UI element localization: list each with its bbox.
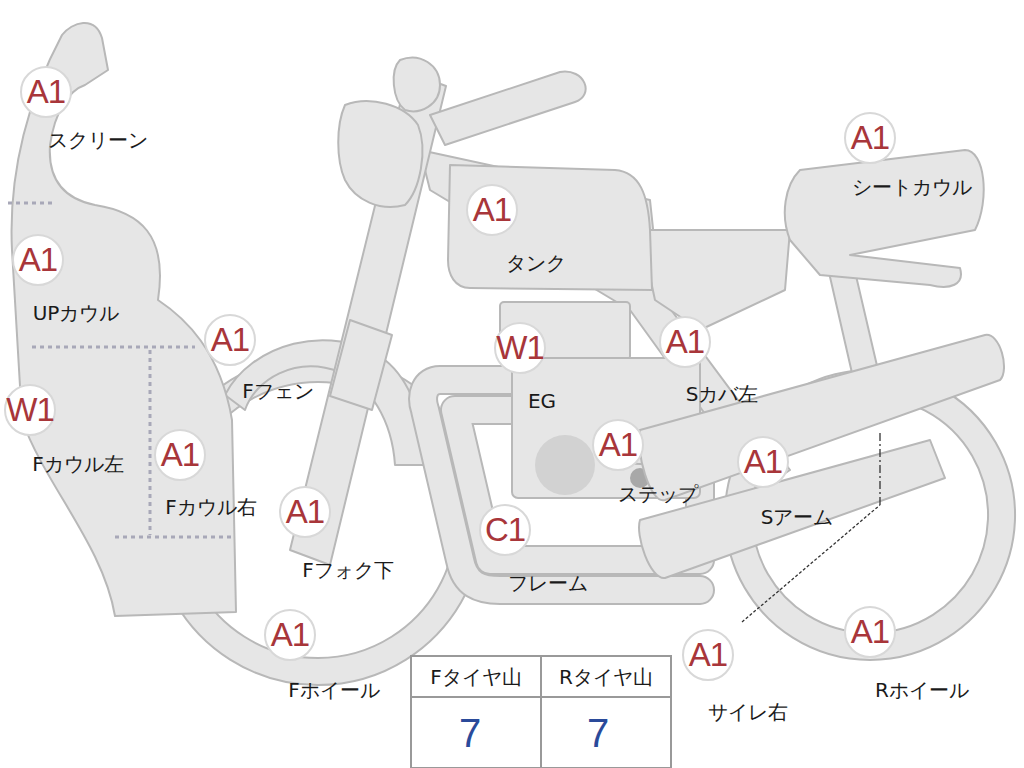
callout-circle: C1フレーム <box>479 504 531 556</box>
damage-code: A1 <box>281 488 329 536</box>
part-name: Sカバ左 <box>686 382 759 406</box>
damage-code: A1 <box>266 611 314 659</box>
damage-code: A1 <box>22 68 70 116</box>
callout-circle: W1EG <box>494 322 546 374</box>
part-name: UPカウル <box>33 301 120 325</box>
part-name: EG <box>528 389 556 413</box>
part-name: Fフェン <box>242 379 314 403</box>
callout-circle: A1ステップ <box>592 419 644 471</box>
part-name: Fカウル右 <box>165 495 257 519</box>
damage-code: A1 <box>206 316 254 364</box>
damage-code: A1 <box>594 421 642 469</box>
part-name: スクリーン <box>48 128 148 152</box>
callout-circle: A1Fフェン <box>204 314 256 366</box>
damage-code: C1 <box>481 506 529 554</box>
damage-code: A1 <box>156 431 204 479</box>
callout-circle: A1Sカバ左 <box>659 316 711 368</box>
part-name: シートカウル <box>852 175 972 199</box>
part-name: Rホイール <box>875 678 969 702</box>
damage-code: A1 <box>684 631 732 679</box>
part-name: フレーム <box>508 571 588 595</box>
callout-circle: A1タンク <box>466 184 518 236</box>
callout-circle: A1サイレ右 <box>682 629 734 681</box>
table-header: Fタイヤ山 <box>430 664 522 691</box>
callout-circle: A1Sアーム <box>737 436 789 488</box>
part-name: ステップ <box>618 482 698 506</box>
damage-code: A1 <box>739 438 787 486</box>
part-name: Fフォク下 <box>302 558 394 582</box>
part-name: Sアーム <box>761 505 834 529</box>
damage-code: A1 <box>661 318 709 366</box>
callout-circle: A1シートカウル <box>844 112 896 164</box>
tread-value: 7 <box>587 711 609 756</box>
callout-circle: A1UPカウル <box>12 234 64 286</box>
callout-circle: W1Fカウル左 <box>4 384 56 436</box>
damage-code: A1 <box>846 114 894 162</box>
damage-code: A1 <box>468 186 516 234</box>
table-header: Rタイヤ山 <box>559 664 653 691</box>
part-name: Fホイール <box>288 678 380 702</box>
callout-circle: A1Fホイール <box>264 609 316 661</box>
callout-circle: A1Fカウル右 <box>154 429 206 481</box>
callout-circle: A1スクリーン <box>20 66 72 118</box>
callout-circle: A1Fフォク下 <box>279 486 331 538</box>
damage-code: A1 <box>846 608 894 656</box>
callout-circle: A1Rホイール <box>844 606 896 658</box>
part-name: サイレ右 <box>708 700 788 724</box>
damage-code: W1 <box>496 324 544 372</box>
damage-code: A1 <box>14 236 62 284</box>
tread-value: 7 <box>459 711 481 756</box>
damage-code: W1 <box>6 386 54 434</box>
part-name: タンク <box>506 251 566 275</box>
part-name: Fカウル左 <box>32 452 124 476</box>
